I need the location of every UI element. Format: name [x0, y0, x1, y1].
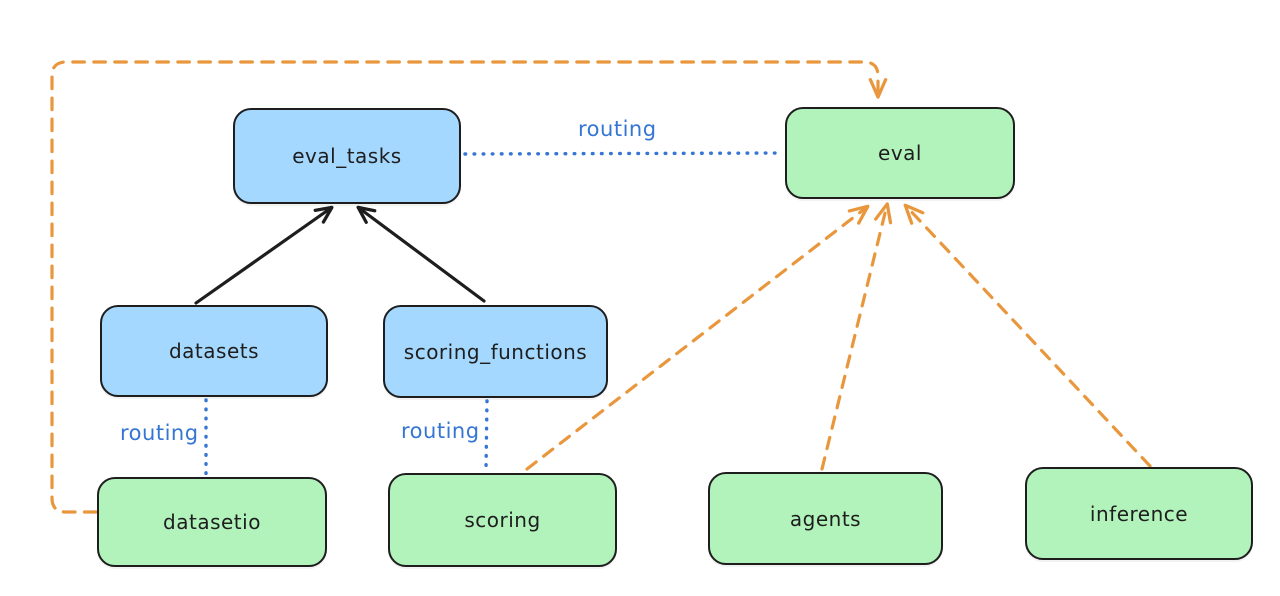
edge-datasets-to-eval-tasks: [194, 205, 334, 305]
edge-agents-to-eval: [820, 202, 893, 471]
node-eval: eval: [785, 107, 1015, 199]
node-datasetio-label: datasetio: [163, 510, 261, 534]
edge-inference-to-eval: [903, 203, 1152, 468]
node-scoring: scoring: [388, 473, 617, 567]
edge-datasetio-to-eval: [50, 60, 888, 514]
node-eval-label: eval: [878, 141, 922, 165]
node-agents-label: agents: [789, 506, 862, 531]
node-eval-tasks: eval_tasks: [233, 108, 461, 204]
edge-eval-tasks-to-eval-routing: [463, 151, 785, 156]
node-agents: agents: [708, 472, 943, 565]
edge-scoring-to-eval: [525, 204, 870, 471]
edge-scoring-functions-to-eval-tasks: [356, 205, 486, 303]
node-inference: inference: [1025, 467, 1253, 560]
edge-scoring-functions-to-scoring-routing: [484, 399, 489, 471]
node-datasets: datasets: [100, 305, 328, 397]
node-scoring-functions: scoring_functions: [383, 305, 608, 398]
node-inference-label: inference: [1089, 501, 1189, 526]
routing-label-top: routing: [578, 117, 657, 141]
node-datasets-label: datasets: [168, 339, 260, 363]
node-scoring-label: scoring: [464, 508, 541, 532]
routing-label-left: routing: [120, 421, 199, 445]
node-datasetio: datasetio: [97, 477, 327, 567]
node-eval-tasks-label: eval_tasks: [292, 144, 402, 168]
node-scoring-functions-label: scoring_functions: [403, 339, 588, 364]
routing-label-center: routing: [401, 419, 480, 443]
